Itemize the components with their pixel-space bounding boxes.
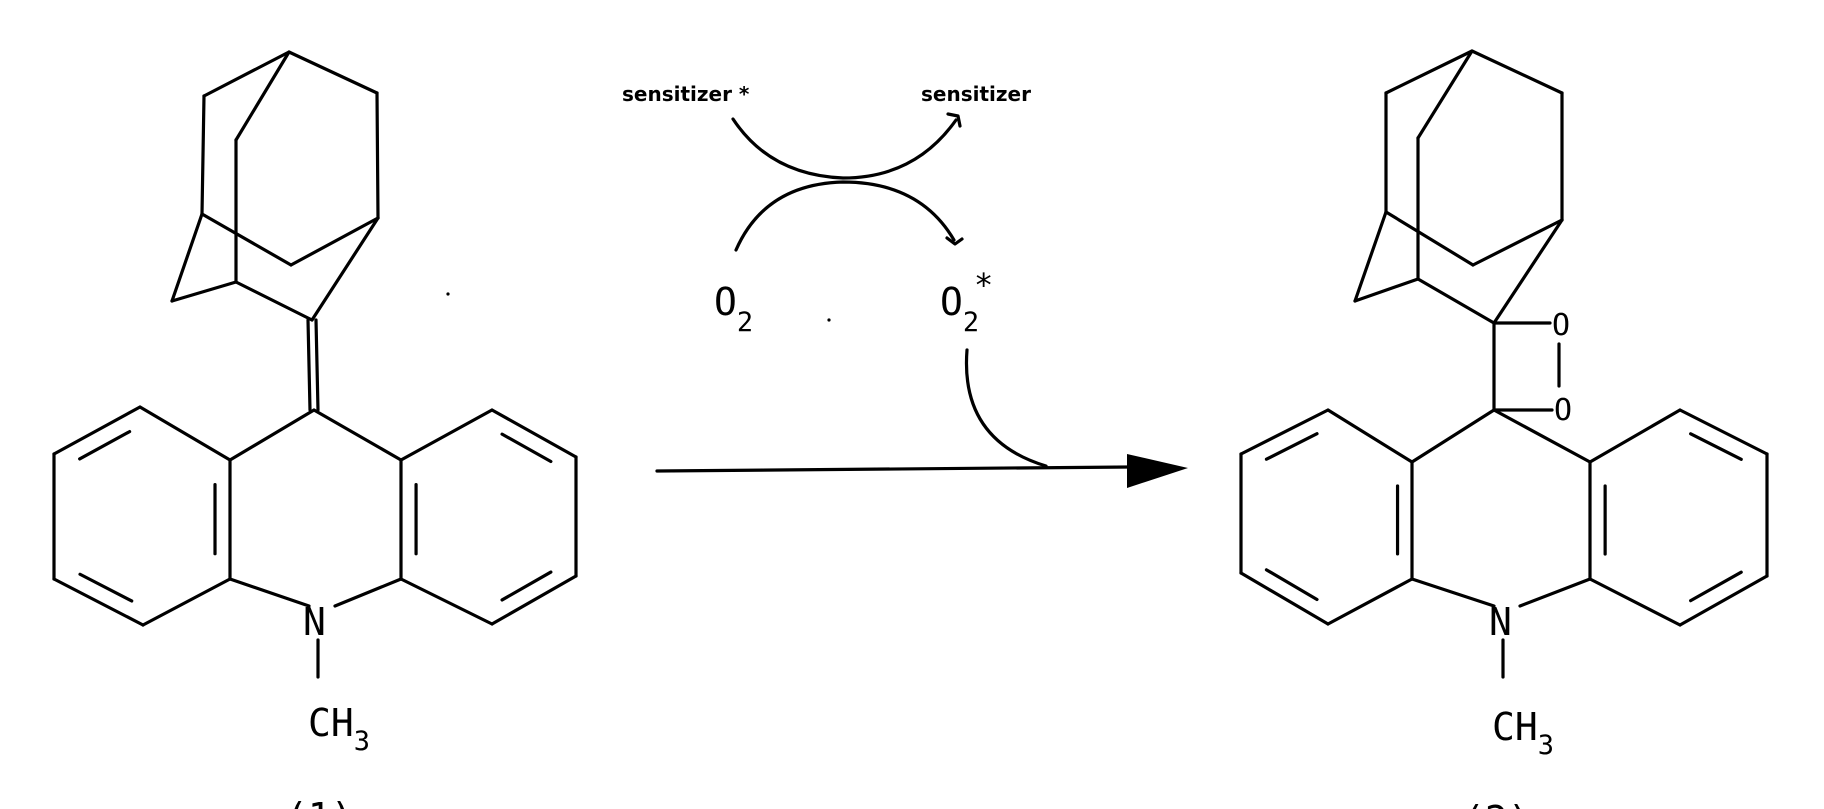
adamantane-bond <box>1386 212 1473 265</box>
benzene-bond <box>1241 410 1328 454</box>
adamantane-bond <box>202 214 291 265</box>
nitrogen-bond <box>335 579 401 606</box>
benzene-bond <box>492 410 576 457</box>
product-number: (2) <box>1462 798 1531 809</box>
product-nitrogen-label: N <box>1489 600 1512 644</box>
adamantane-bond <box>289 52 377 93</box>
reactant-number: (1) <box>285 795 354 809</box>
sensitizer-label: sensitizer <box>921 82 1031 106</box>
nitrogen-bond <box>1412 579 1494 606</box>
reaction-arrow-shaft <box>657 467 1130 471</box>
adamantane-bond <box>202 96 204 214</box>
ring-bond <box>1412 410 1494 462</box>
reactant-nitrogen-label: N <box>303 600 326 644</box>
benzene-bond <box>54 407 140 454</box>
ring-bond <box>1494 410 1590 462</box>
bond-lines <box>54 51 1767 677</box>
excited-state-mark: * <box>974 266 993 304</box>
exocyclic-double-bond <box>316 320 318 410</box>
adamantane-bond <box>1355 212 1386 301</box>
product-oxygen-top: O <box>1552 308 1570 343</box>
sensitizer-curve <box>733 119 956 178</box>
benzene-bond <box>140 407 230 460</box>
benzene-bond <box>1590 579 1680 625</box>
benzene-bond <box>143 579 230 625</box>
speck <box>446 292 449 295</box>
adamantane-bond <box>291 218 378 265</box>
benzene-bond <box>54 579 143 625</box>
reaction-arrowhead-icon <box>1127 454 1188 488</box>
adamantane-bond <box>377 93 378 218</box>
benzene-bond <box>1328 410 1412 462</box>
ring-bond <box>230 410 314 460</box>
benzene-bond <box>1590 410 1680 462</box>
sensitizer-excited-label: sensitizer * <box>622 82 750 106</box>
product-oxygen-bottom: O <box>1554 393 1572 428</box>
benzene-bond <box>401 410 492 460</box>
speck <box>827 318 830 321</box>
exocyclic-double-bond <box>308 320 310 410</box>
nitrogen-bond <box>230 579 309 606</box>
benzene-bond <box>1328 579 1412 624</box>
oxygen-curve <box>736 182 954 250</box>
adamantane-bond <box>312 218 378 320</box>
adamantane-bond <box>1418 279 1494 323</box>
reactant-methyl-label: CH3 <box>308 701 370 757</box>
oxygen-label: O2 <box>714 280 753 338</box>
product-methyl-label: CH3 <box>1492 705 1554 761</box>
ring-bond <box>314 410 401 460</box>
singlet-oxygen-curve <box>966 350 1046 466</box>
adamantane-bond <box>236 282 312 320</box>
benzene-bond <box>401 579 492 624</box>
adamantane-bond <box>172 214 202 301</box>
aromatic-double-bond <box>1266 570 1317 600</box>
adamantane-bond <box>1355 279 1418 301</box>
adamantane-bond <box>172 282 236 301</box>
nitrogen-bond <box>1520 579 1590 606</box>
benzene-bond <box>1680 410 1767 454</box>
adamantane-bond <box>1472 51 1562 93</box>
